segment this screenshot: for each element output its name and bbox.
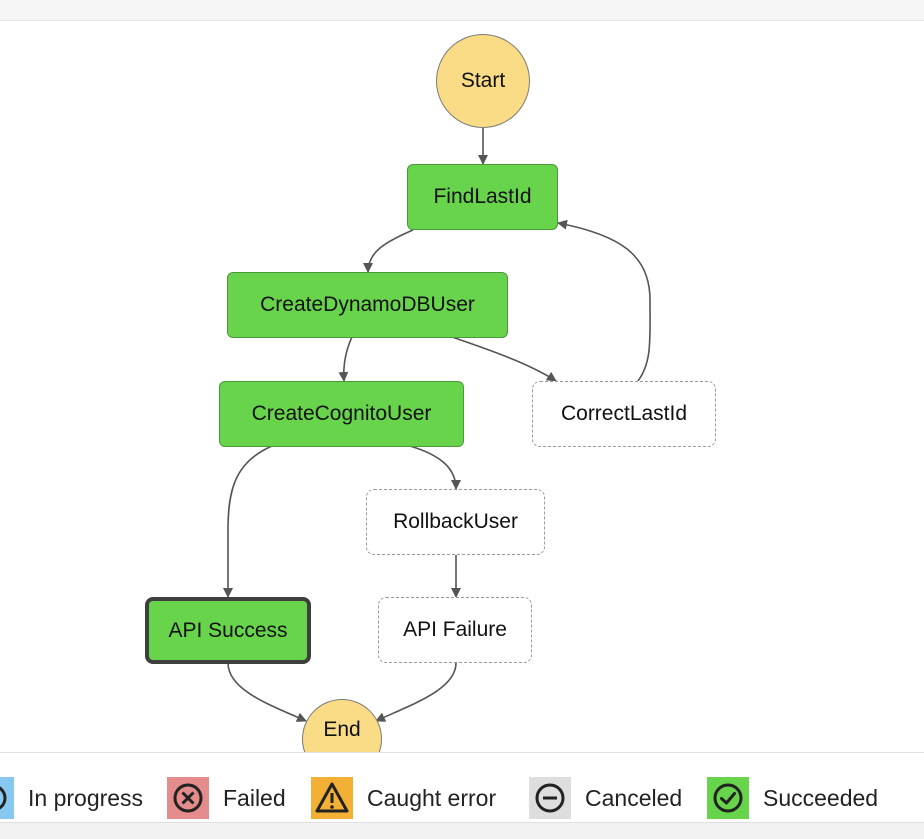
state-label: API Failure — [403, 618, 507, 641]
start-node[interactable]: Start — [436, 34, 530, 128]
state-label: FindLastId — [433, 185, 532, 208]
state-label: CreateCognitoUser — [251, 402, 432, 425]
edge-correctlastid-findlastid — [557, 219, 651, 382]
edge-createdynamodbuser-createcognitouser — [338, 336, 353, 382]
state-create-dynamodb-user[interactable]: CreateDynamoDBUser — [227, 272, 508, 338]
footer-strip — [0, 822, 924, 839]
state-create-cognito-user[interactable]: CreateCognitoUser — [219, 381, 464, 447]
warning-icon — [311, 777, 353, 819]
failed-x-icon — [167, 777, 209, 819]
toolbar-strip — [0, 0, 924, 21]
end-node-label: End — [323, 718, 361, 741]
state-find-last-id[interactable]: FindLastId — [407, 164, 558, 230]
state-correct-last-id[interactable]: CorrectLastId — [532, 381, 716, 447]
legend-item-failed: Failed — [167, 777, 286, 819]
status-legend: In progress Failed Caught error Can — [0, 752, 924, 823]
edge-createdynamodbuser-correctlastid — [451, 336, 557, 382]
in-progress-icon — [0, 777, 14, 819]
state-api-success[interactable]: API Success — [145, 597, 311, 664]
graph-edges — [223, 128, 651, 722]
legend-label: Caught error — [367, 784, 497, 811]
edge-findlastid-createdynamodbuser — [363, 229, 414, 273]
legend-item-caught-error: Caught error — [311, 777, 496, 819]
state-api-failure[interactable]: API Failure — [378, 597, 532, 663]
state-rollback-user[interactable]: RollbackUser — [366, 489, 545, 555]
legend-item-canceled: Canceled — [529, 777, 682, 819]
legend-label: Succeeded — [763, 784, 879, 811]
workflow-graph-canvas[interactable]: Start FindLastId CreateDynamoDBUser Corr… — [0, 21, 924, 752]
legend-label: Failed — [223, 784, 286, 811]
state-label: RollbackUser — [393, 510, 518, 533]
state-label: CorrectLastId — [560, 402, 688, 425]
legend-label: In progress — [28, 784, 144, 811]
canceled-icon — [529, 777, 571, 819]
success-check-icon — [707, 777, 749, 819]
legend-item-in-progress: In progress — [0, 777, 143, 819]
edge-apifailure-end — [375, 662, 457, 722]
state-label: API Success — [168, 618, 288, 642]
edge-createcognitouser-rollbackuser — [409, 445, 461, 490]
start-node-label: Start — [460, 69, 506, 92]
edge-apisuccess-end — [227, 662, 307, 722]
state-label: CreateDynamoDBUser — [260, 293, 475, 316]
edge-createcognitouser-apisuccess — [223, 445, 273, 598]
legend-item-succeeded: Succeeded — [707, 777, 878, 819]
legend-label: Canceled — [585, 784, 683, 811]
